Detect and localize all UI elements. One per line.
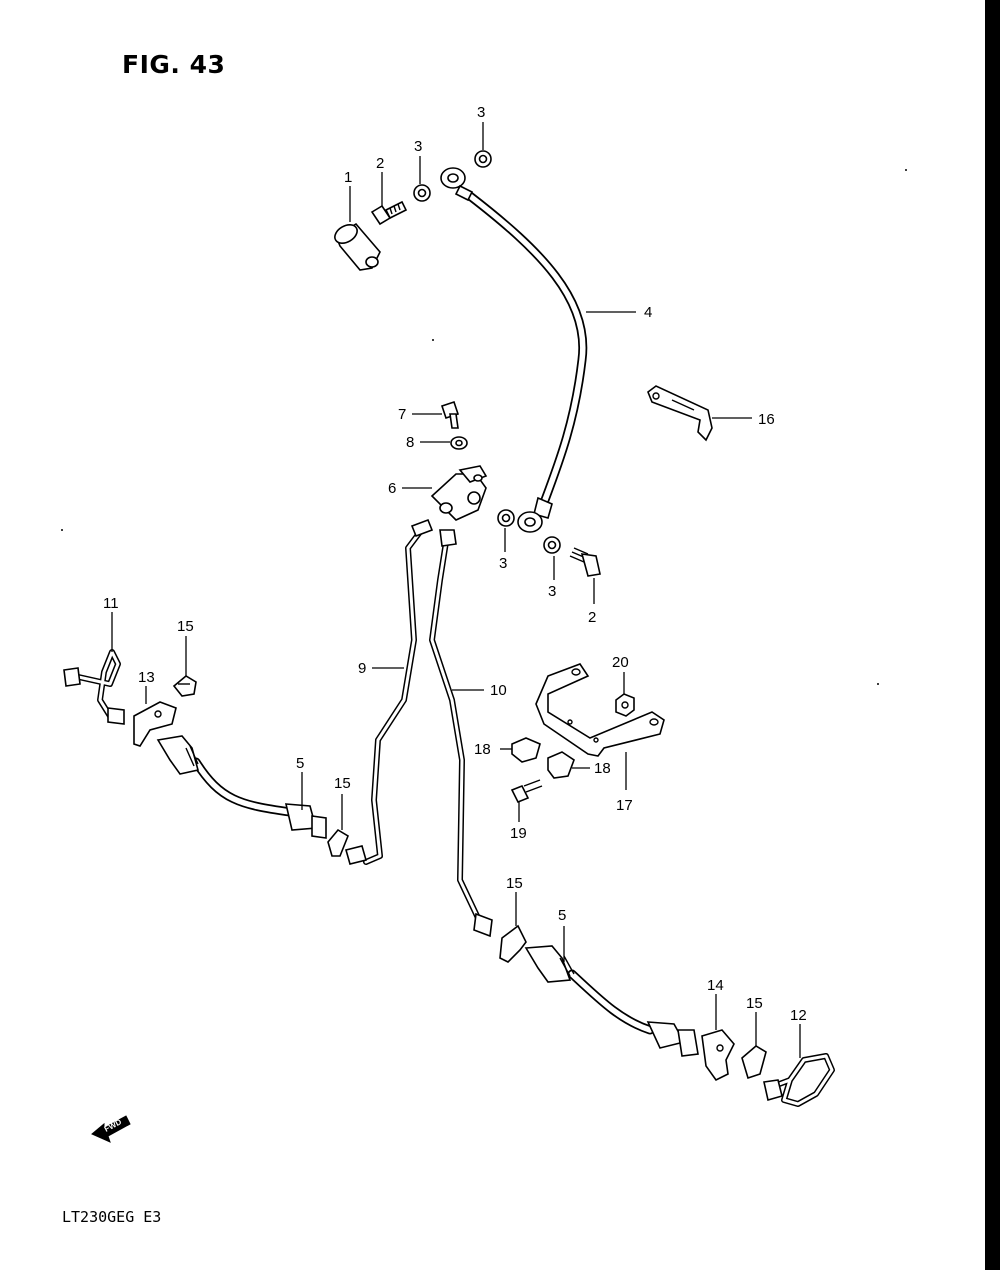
callout-7: 7 bbox=[398, 406, 406, 423]
part-18-clamp-left[interactable] bbox=[511, 737, 541, 763]
figure-title: FIG. 43 bbox=[122, 50, 226, 79]
part-15-clip-left-lower[interactable] bbox=[327, 828, 349, 857]
part-19-bolt[interactable] bbox=[510, 779, 543, 804]
part-6-joint[interactable] bbox=[430, 465, 488, 521]
part-2-union-bolt-top[interactable] bbox=[370, 200, 408, 226]
callout-15-center: 15 bbox=[506, 875, 523, 892]
part-15-clip-right[interactable] bbox=[741, 1045, 767, 1080]
callout-19: 19 bbox=[510, 825, 527, 842]
callout-15-top-left: 15 bbox=[177, 618, 194, 635]
part-5-brake-hose-right[interactable] bbox=[524, 945, 699, 1057]
scan-dot bbox=[61, 529, 63, 531]
part-2-union-bolt-lower[interactable] bbox=[569, 547, 601, 577]
callout-20: 20 bbox=[612, 654, 629, 671]
callout-3-mid-right: 3 bbox=[548, 583, 556, 600]
part-4-brake-hose[interactable] bbox=[440, 167, 588, 533]
callout-3-top-right: 3 bbox=[477, 104, 485, 121]
part-13-bracket[interactable] bbox=[133, 701, 177, 747]
part-3-washer-mid-right[interactable] bbox=[543, 536, 561, 554]
page-edge-bar bbox=[985, 0, 1000, 1270]
part-3-washer-top-right[interactable] bbox=[474, 150, 492, 168]
part-9-brake-pipe[interactable] bbox=[345, 518, 434, 865]
callout-5-left: 5 bbox=[296, 755, 304, 772]
callout-6: 6 bbox=[388, 480, 396, 497]
callout-9: 9 bbox=[358, 660, 366, 677]
scan-dot bbox=[905, 169, 907, 171]
part-17-bracket[interactable] bbox=[535, 663, 665, 757]
part-18-clamp-right[interactable] bbox=[547, 751, 575, 779]
part-1-union[interactable] bbox=[332, 221, 381, 271]
callout-4: 4 bbox=[644, 304, 652, 321]
part-14-bracket[interactable] bbox=[701, 1029, 735, 1082]
part-8-washer[interactable] bbox=[450, 436, 468, 450]
part-11-brake-pipe[interactable] bbox=[63, 649, 125, 725]
callout-15-right: 15 bbox=[746, 995, 763, 1012]
part-3-washer-top-left[interactable] bbox=[413, 184, 431, 202]
callout-15-left-lower: 15 bbox=[334, 775, 351, 792]
callout-18-right: 18 bbox=[594, 760, 611, 777]
callout-12: 12 bbox=[790, 1007, 807, 1024]
callout-16: 16 bbox=[758, 411, 775, 428]
part-10-brake-pipe[interactable] bbox=[429, 529, 493, 938]
scan-dot bbox=[877, 683, 879, 685]
callout-13: 13 bbox=[138, 669, 155, 686]
callout-14: 14 bbox=[707, 977, 724, 994]
part-5-brake-hose-left[interactable] bbox=[156, 735, 327, 839]
part-3-washer-mid-left[interactable] bbox=[497, 509, 515, 527]
fwd-arrow-icon: FWD bbox=[91, 1115, 131, 1143]
callout-2-top: 2 bbox=[376, 155, 384, 172]
part-7-bolt[interactable] bbox=[440, 400, 460, 429]
scan-dot bbox=[432, 339, 434, 341]
callout-1: 1 bbox=[344, 169, 352, 186]
part-20-nut[interactable] bbox=[615, 693, 635, 717]
callout-3-top-left: 3 bbox=[414, 138, 422, 155]
part-12-brake-pipe[interactable] bbox=[763, 1053, 835, 1107]
part-16-bracket[interactable] bbox=[647, 385, 713, 442]
callout-3-mid-left: 3 bbox=[499, 555, 507, 572]
callout-17: 17 bbox=[616, 797, 633, 814]
part-15-clip-center[interactable] bbox=[499, 924, 527, 963]
callout-2-lower: 2 bbox=[588, 609, 596, 626]
callout-10: 10 bbox=[490, 682, 507, 699]
callout-5-right: 5 bbox=[558, 907, 566, 924]
callout-11: 11 bbox=[103, 595, 119, 612]
callout-8: 8 bbox=[406, 434, 414, 451]
callout-18-left: 18 bbox=[474, 741, 491, 758]
model-code: LT230GEG E3 bbox=[62, 1208, 162, 1226]
part-15-clip-top-left[interactable] bbox=[172, 675, 197, 697]
